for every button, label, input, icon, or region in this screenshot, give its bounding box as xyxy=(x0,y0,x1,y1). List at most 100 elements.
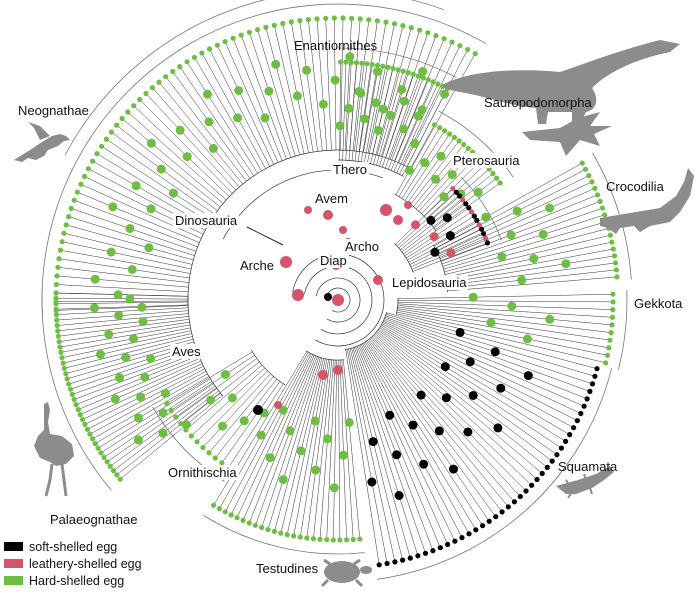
node-state-dot xyxy=(234,86,244,95)
tip-state-dot xyxy=(384,560,390,567)
node-state-dot xyxy=(419,459,429,469)
tip-branch xyxy=(306,359,331,539)
node-state-dot xyxy=(218,421,227,431)
tip-state-dot xyxy=(511,499,517,505)
node-state-dot xyxy=(134,413,143,423)
key-node-dot xyxy=(318,370,328,380)
tip-branch xyxy=(445,241,612,278)
tip-state-dot xyxy=(589,179,595,185)
tip-state-dot xyxy=(57,247,64,253)
tip-state-dot xyxy=(612,260,619,266)
node-state-dot xyxy=(473,187,483,197)
node-state-dot xyxy=(110,394,120,404)
tip-state-dot xyxy=(219,460,225,466)
tip-state-dot xyxy=(66,214,72,220)
label-testudines: Testudines xyxy=(256,561,319,576)
node-state-dot xyxy=(136,392,146,402)
tip-state-dot xyxy=(55,264,61,270)
tip-state-dot xyxy=(53,306,59,312)
tip-state-dot xyxy=(461,141,467,148)
clade-bracket-arc xyxy=(460,176,502,241)
node-state-dot xyxy=(538,229,548,239)
tip-state-dot xyxy=(499,509,505,515)
tip-branch xyxy=(446,255,615,283)
tip-state-dot xyxy=(211,502,217,508)
tip-state-dot xyxy=(101,454,107,460)
tip-branch xyxy=(385,32,429,158)
node-state-dot xyxy=(204,117,214,127)
tip-state-dot xyxy=(420,75,426,81)
tip-state-dot xyxy=(456,138,462,144)
tip-state-dot xyxy=(143,90,149,97)
node-state-dot xyxy=(440,362,450,372)
tip-branch xyxy=(286,358,326,535)
tip-state-dot xyxy=(304,535,310,541)
node-state-dot xyxy=(233,113,243,123)
legend-item-leathery: leathery-shelled egg xyxy=(4,555,142,572)
tip-branch xyxy=(359,344,456,542)
tip-state-dot xyxy=(390,65,396,71)
tip-state-dot xyxy=(278,530,284,536)
tip-state-dot xyxy=(149,85,155,91)
label-gekkota: Gekkota xyxy=(634,296,683,311)
node-state-dot xyxy=(431,174,441,184)
node-state-dot xyxy=(426,215,436,225)
tip-branch xyxy=(63,232,193,265)
node-state-dot xyxy=(310,416,320,426)
tip-branch xyxy=(346,349,388,564)
tip-branch xyxy=(433,162,583,247)
tip-state-dot xyxy=(544,464,550,470)
node-state-dot xyxy=(146,354,156,363)
label-enantiornithes: Enantiornithes xyxy=(294,38,378,53)
tip-state-dot xyxy=(53,295,59,301)
tip-branch xyxy=(58,258,190,279)
tip-branch xyxy=(384,316,590,392)
tip-branch xyxy=(383,320,581,414)
tip-branch xyxy=(56,304,189,310)
tip-branch xyxy=(354,63,368,162)
node-state-dot xyxy=(158,408,168,418)
node-state-dot xyxy=(335,121,345,131)
tip-state-dot xyxy=(67,386,74,392)
tip-state-dot xyxy=(613,267,620,273)
tip-state-dot xyxy=(481,231,487,237)
clade-bracket-arc xyxy=(438,110,514,178)
tip-branch xyxy=(381,324,570,435)
key-node-dot xyxy=(332,294,344,306)
node-state-dot xyxy=(133,435,143,445)
node-state-dot xyxy=(125,224,135,233)
tip-branch xyxy=(59,321,190,342)
node-state-dot xyxy=(129,334,138,344)
node-state-dot xyxy=(493,423,503,433)
tip-state-dot xyxy=(54,317,60,323)
tip-branch xyxy=(300,359,329,538)
tip-branch xyxy=(376,27,412,156)
node-state-dot xyxy=(96,350,105,359)
tip-state-dot xyxy=(457,43,463,49)
node-state-dot xyxy=(359,114,369,124)
tip-branch xyxy=(394,38,445,162)
tip-state-dot xyxy=(574,418,580,424)
tip-state-dot xyxy=(69,391,75,397)
tip-state-dot xyxy=(425,77,431,83)
node-state-dot xyxy=(131,181,141,191)
tip-branch xyxy=(363,342,477,530)
node-state-dot xyxy=(392,450,402,460)
tip-branch xyxy=(221,381,281,463)
tip-state-dot xyxy=(73,402,79,408)
tip-branch xyxy=(101,146,213,219)
tip-branch xyxy=(367,67,389,164)
tip-branch xyxy=(291,21,314,153)
tip-state-dot xyxy=(611,253,618,259)
tip-branch xyxy=(116,392,221,476)
tip-branch xyxy=(410,53,476,170)
tip-state-dot xyxy=(603,360,609,366)
tip-branch xyxy=(372,335,527,492)
tip-state-dot xyxy=(357,536,363,542)
tip-state-dot xyxy=(85,166,91,172)
tip-state-dot xyxy=(465,145,471,151)
tip-branch xyxy=(299,20,318,152)
key-node-dot xyxy=(339,226,347,234)
node-state-dot xyxy=(372,67,382,76)
tip-branch xyxy=(390,79,429,171)
